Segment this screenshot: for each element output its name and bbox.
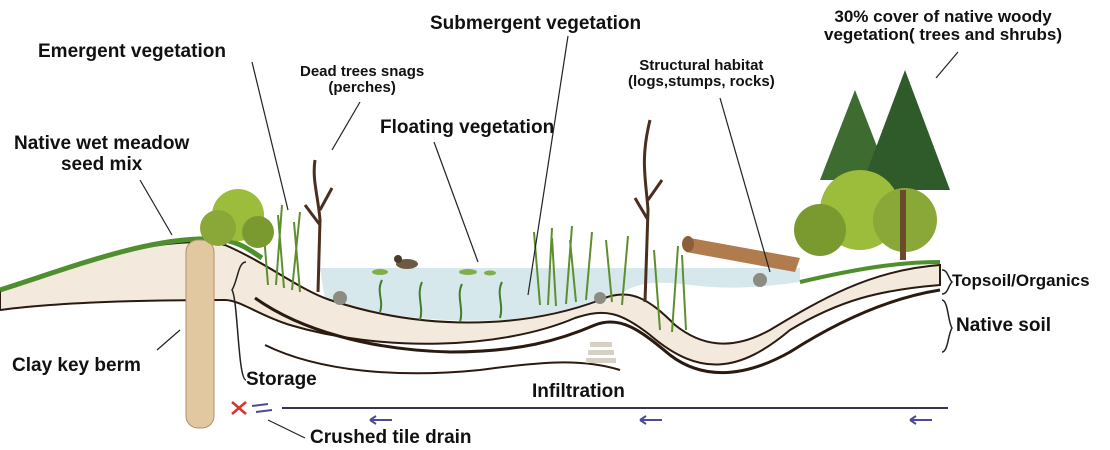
label-submergent-vegetation: Submergent vegetation (430, 14, 641, 35)
infiltration-step (586, 358, 616, 363)
label-structural-habitat: Structural habitat (logs,stumps, rocks) (628, 58, 775, 90)
shrub-left (200, 189, 274, 248)
label-emergent-vegetation: Emergent vegetation (38, 42, 226, 63)
label-woody-line-1: 30% cover of native woody (824, 8, 1062, 26)
label-wet-meadow-seed-mix: Native wet meadow seed mix (14, 134, 189, 175)
label-meadow-line-1: Native wet meadow (14, 134, 189, 155)
label-structural-line-2: (logs,stumps, rocks) (628, 74, 775, 90)
drain-x-icon (232, 402, 246, 414)
flow-arrow-icon (370, 416, 932, 424)
drain-dash (252, 404, 272, 412)
label-woody-line-2: vegetation( trees and shrubs) (824, 26, 1062, 44)
native-soil-bracket (942, 300, 952, 352)
label-snags-line-1: Dead trees snags (300, 64, 424, 80)
label-infiltration: Infiltration (532, 382, 625, 403)
label-structural-line-1: Structural habitat (628, 58, 775, 74)
label-clay-key-berm: Clay key berm (12, 356, 141, 377)
label-topsoil-organics: Topsoil/Organics (952, 272, 1090, 290)
label-meadow-line-2: seed mix (14, 155, 189, 176)
log-icon (682, 236, 800, 272)
label-storage: Storage (246, 370, 317, 391)
label-woody-vegetation: 30% cover of native woody vegetation( tr… (824, 8, 1062, 45)
duck-icon (394, 255, 418, 269)
label-floating-vegetation: Floating vegetation (380, 118, 554, 139)
topsoil-bracket (942, 270, 952, 294)
infiltration-step (590, 342, 612, 347)
label-snags-line-2: (perches) (300, 80, 424, 96)
label-native-soil: Native soil (956, 316, 1051, 337)
label-crushed-tile-drain: Crushed tile drain (310, 428, 472, 449)
infiltration-step (588, 350, 614, 355)
tree-group-right (794, 70, 950, 260)
clay-berm-column (186, 240, 214, 428)
label-dead-tree-snags: Dead trees snags (perches) (300, 64, 424, 96)
deep-soil-line (265, 345, 620, 373)
